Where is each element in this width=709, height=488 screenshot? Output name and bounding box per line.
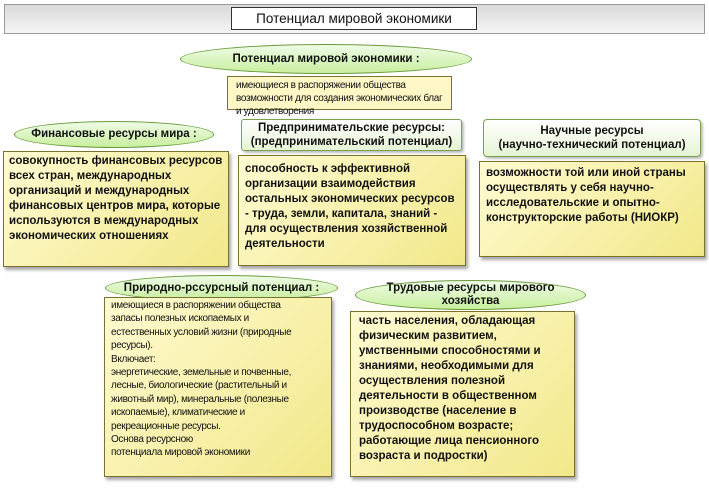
natural-resources-body: имеющиеся в распоряжении общества запасы… xyxy=(104,297,332,477)
entrepreneurial-resources-body: способность к эффективной организации вз… xyxy=(238,155,466,266)
scientific-resources-header: Научные ресурсы (научно-технический поте… xyxy=(483,119,701,157)
main-potential-header: Потенциал мировой экономики : xyxy=(180,44,472,74)
entrepreneurial-resources-header: Предпринимательские ресурсы: (предприним… xyxy=(241,119,462,151)
natural-resources-header: Природно-рссурсный потенциал : xyxy=(105,275,338,301)
financial-resources-body: совокупность финансовых ресурсов всех ст… xyxy=(3,151,229,267)
main-potential-definition: имеющиеся в распоряжении общества возмож… xyxy=(227,76,452,117)
page-title: Потенциал мировой экономики xyxy=(231,7,477,30)
labor-resources-body: часть населения, обладающая физическим р… xyxy=(350,311,575,477)
labor-resources-header: Трудовые ресурсы мирового хозяйства xyxy=(355,280,586,310)
financial-resources-header: Финансовые ресурсы мира : xyxy=(14,121,214,148)
scientific-resources-body: возможности той или иной страны осуществ… xyxy=(479,161,705,257)
